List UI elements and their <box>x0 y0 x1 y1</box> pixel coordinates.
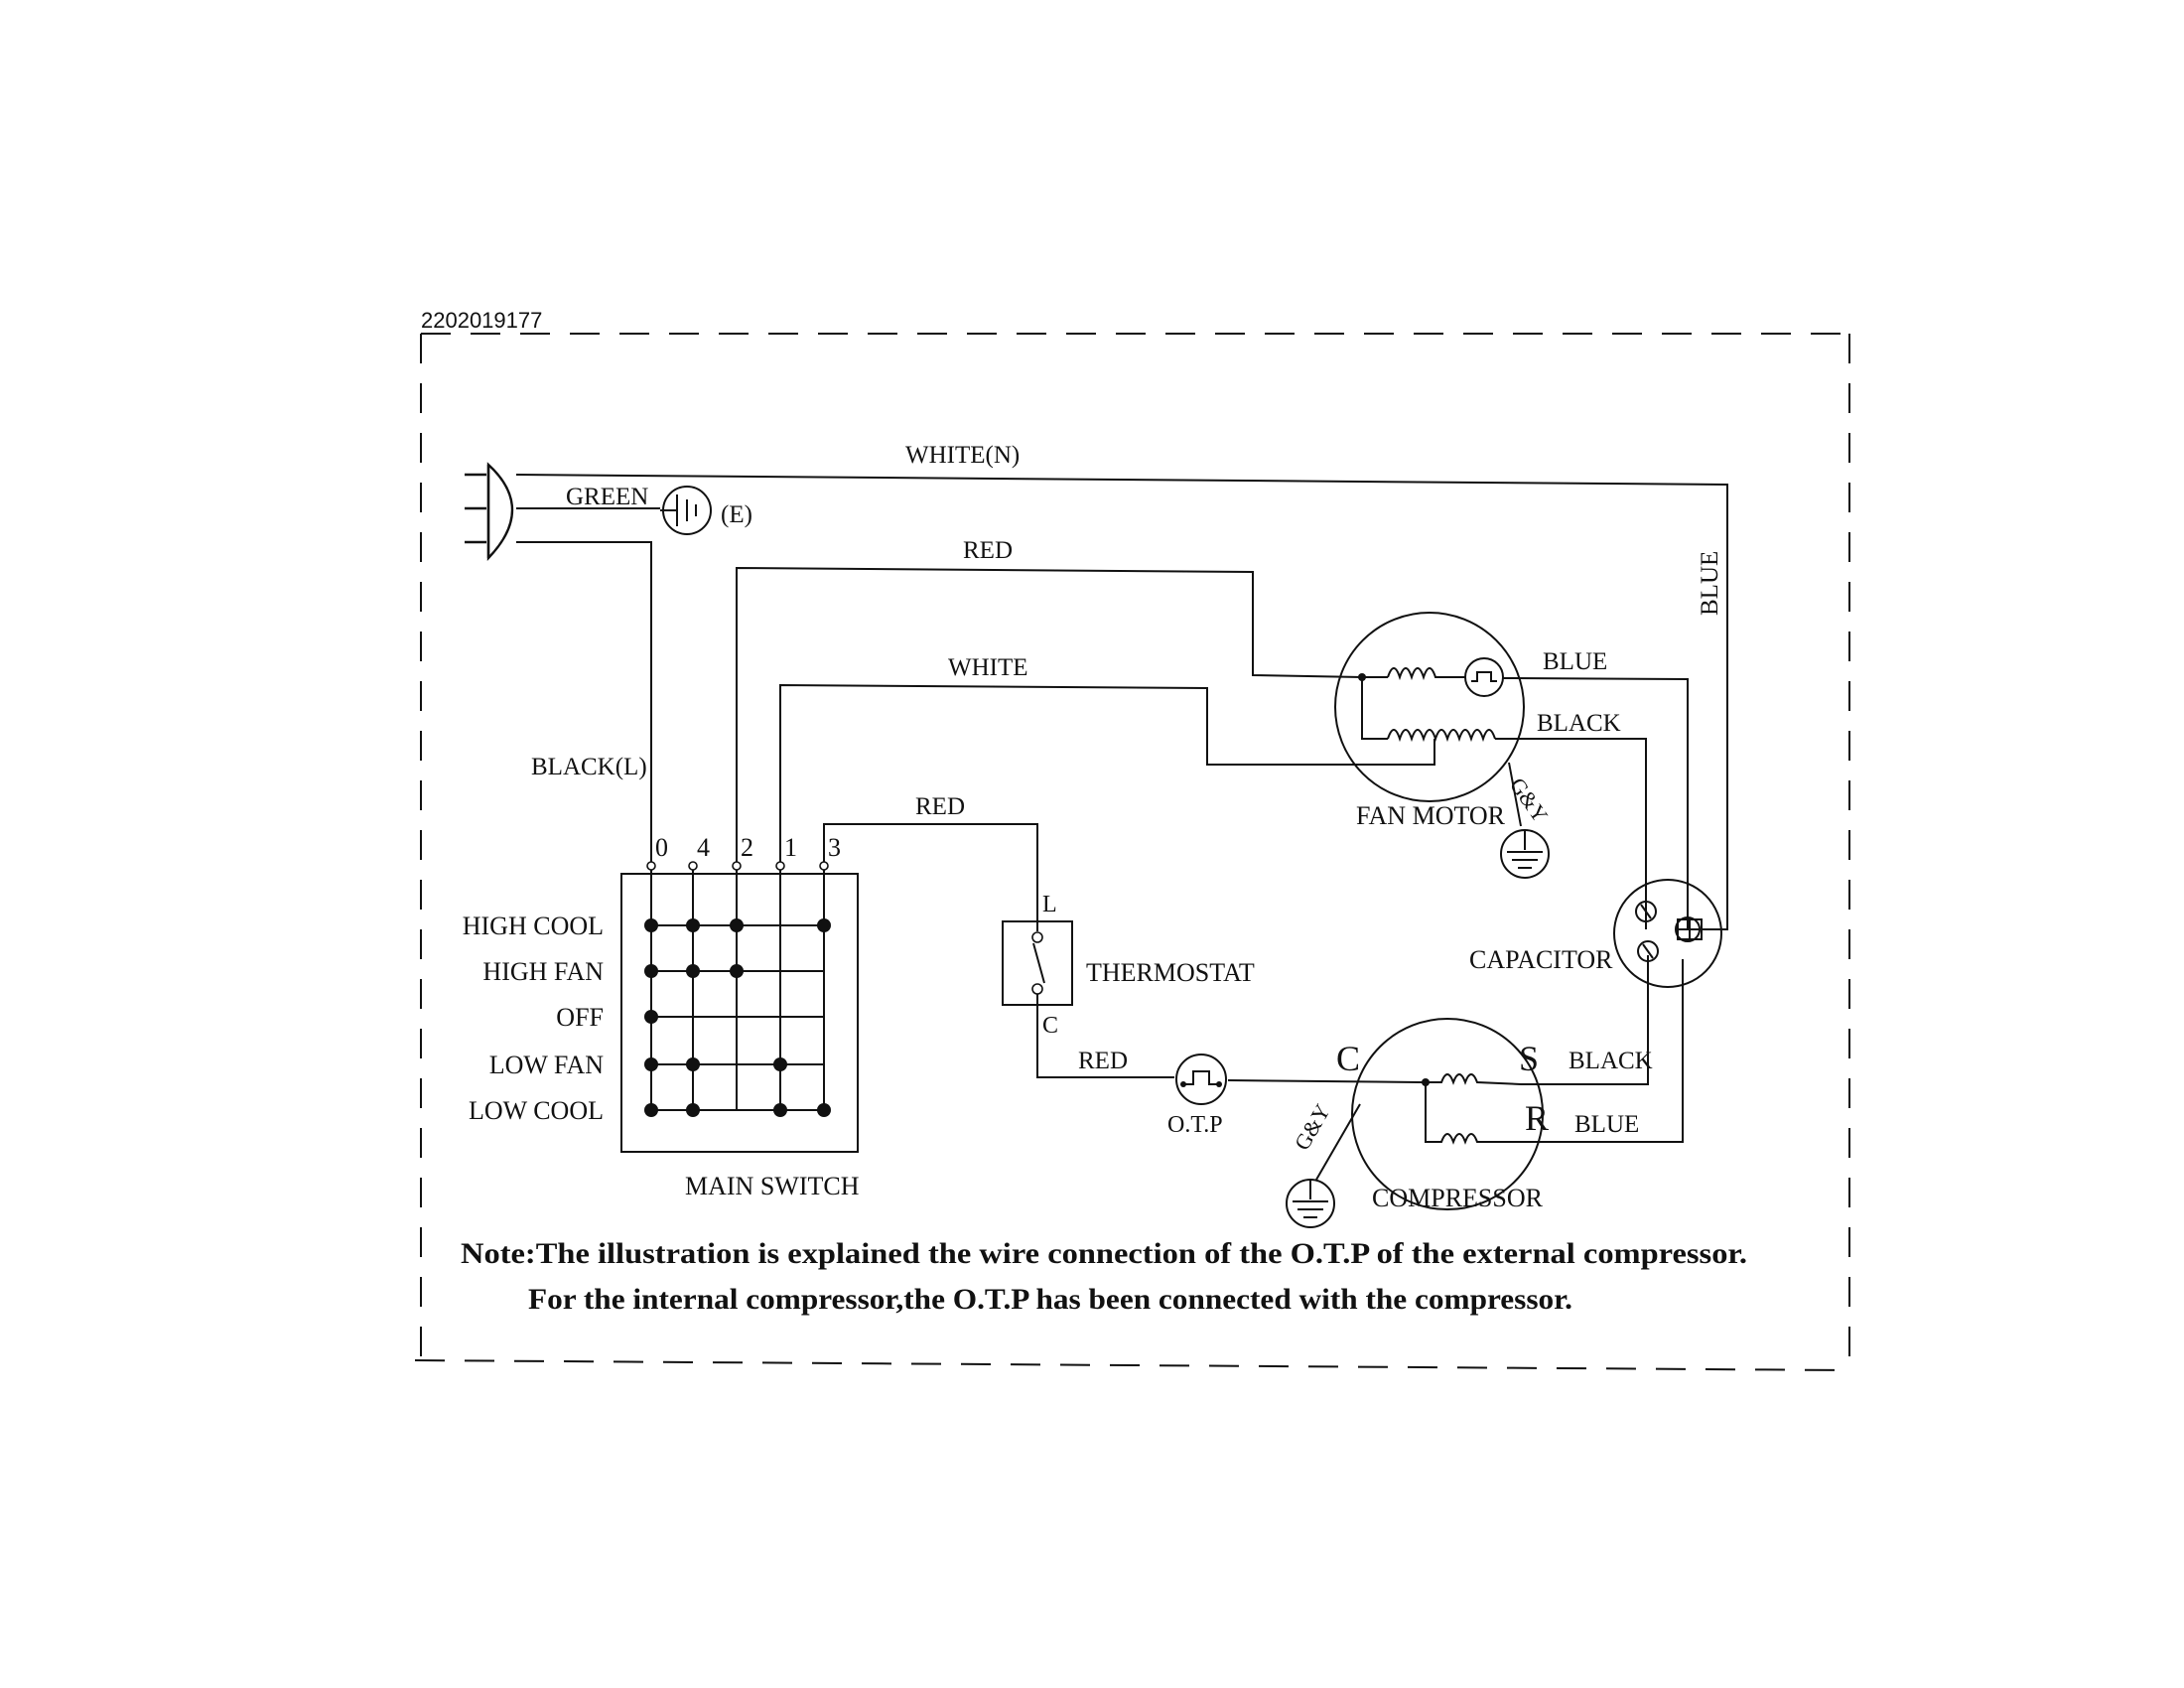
compressor-terminal-s: S <box>1519 1039 1539 1078</box>
switch-contact-dot <box>817 1103 831 1117</box>
compressor-blue-wire-label: BLUE <box>1574 1111 1639 1138</box>
switch-contact-dot <box>773 1057 787 1071</box>
compressor-label: COMPRESSOR <box>1372 1184 1544 1212</box>
switch-terminal-label: 0 <box>655 833 668 862</box>
capacitor-label: CAPACITOR <box>1469 945 1613 974</box>
compressor-terminal-c: C <box>1336 1039 1360 1078</box>
switch-contact-dot <box>686 1057 700 1071</box>
note-line-2: For the internal compressor,the O.T.P ha… <box>528 1283 1572 1316</box>
fan-black-wire-label: BLACK <box>1537 710 1621 737</box>
document-id: 2202019177 <box>421 308 542 333</box>
switch-terminal-label: 3 <box>828 833 841 862</box>
thermostat-terminal-c: C <box>1042 1013 1058 1039</box>
switch-terminal-pin <box>688 861 698 871</box>
compressor-black-wire-label: BLACK <box>1569 1048 1653 1074</box>
switch-contact-dot <box>730 918 744 932</box>
switch-terminal-label: 4 <box>697 833 710 862</box>
switch-contact-dot <box>644 964 658 978</box>
green-wire-label: GREEN <box>566 484 648 510</box>
dashed-border <box>414 333 1850 1371</box>
switch-terminal-pin <box>646 861 656 871</box>
switch-terminal-label: 2 <box>741 833 753 862</box>
fan-motor-label: FAN MOTOR <box>1356 801 1506 830</box>
compressor <box>1315 1018 1544 1210</box>
switch-contact-dot <box>686 1103 700 1117</box>
switch-terminal-pin <box>732 861 742 871</box>
red-wire-label-fan: RED <box>963 537 1013 564</box>
switch-position-label: HIGH COOL <box>463 912 604 940</box>
switch-contact-dot <box>644 1010 658 1024</box>
fan-motor <box>1334 612 1525 827</box>
switch-contact-dot <box>730 964 744 978</box>
white-wire-label: WHITE <box>948 654 1028 681</box>
switch-position-label: HIGH FAN <box>482 957 604 986</box>
line-wire-label: BLACK(L) <box>531 754 647 780</box>
capacitor <box>1613 879 1722 988</box>
earth-label: (E) <box>721 501 752 528</box>
switch-position-label: OFF <box>556 1003 604 1032</box>
thermostat-label: THERMOSTAT <box>1086 958 1255 987</box>
red-wire-label-otp: RED <box>1078 1048 1128 1074</box>
thermostat <box>1002 912 1073 1006</box>
wires <box>465 473 1728 1143</box>
switch-position-label: LOW FAN <box>489 1051 605 1079</box>
switch-position-labels: HIGH COOL HIGH FAN OFF LOW FAN LOW COOL <box>463 912 604 1125</box>
neutral-wire-label: WHITE(N) <box>905 442 1020 469</box>
note-line-1: Note:The illustration is explained the w… <box>461 1237 1747 1270</box>
switch-contact-dot <box>644 918 658 932</box>
fan-ground-label: G&Y <box>1505 774 1554 827</box>
compressor-ground-icon <box>1286 1179 1335 1228</box>
fan-ground-icon <box>1500 829 1550 879</box>
switch-contact-dot <box>817 918 831 932</box>
power-plug <box>486 462 514 561</box>
compressor-ground-label: G&Y <box>1290 1100 1335 1155</box>
red-wire-label-thermostat: RED <box>915 793 965 820</box>
main-switch-label: MAIN SWITCH <box>685 1172 860 1200</box>
switch-position-label: LOW COOL <box>469 1096 604 1125</box>
switch-contact-dot <box>644 1057 658 1071</box>
switch-contact-dot <box>686 964 700 978</box>
earth-ground-icon <box>660 486 712 535</box>
switch-grid <box>644 861 831 1117</box>
switch-contact-dot <box>773 1103 787 1117</box>
blue-wire-label-right: BLUE <box>1697 551 1723 616</box>
switch-terminal-pin <box>819 861 829 871</box>
thermostat-terminal-l: L <box>1042 892 1057 917</box>
otp-label: O.T.P <box>1167 1112 1223 1138</box>
main-switch <box>620 861 859 1153</box>
switch-contact-dot <box>644 1103 658 1117</box>
otp-icon <box>1175 1054 1227 1105</box>
switch-terminal-label: 1 <box>784 833 797 862</box>
switch-terminal-pin <box>775 861 785 871</box>
switch-contact-dot <box>686 918 700 932</box>
compressor-terminal-r: R <box>1525 1098 1549 1138</box>
fan-blue-wire-label: BLUE <box>1543 648 1607 675</box>
